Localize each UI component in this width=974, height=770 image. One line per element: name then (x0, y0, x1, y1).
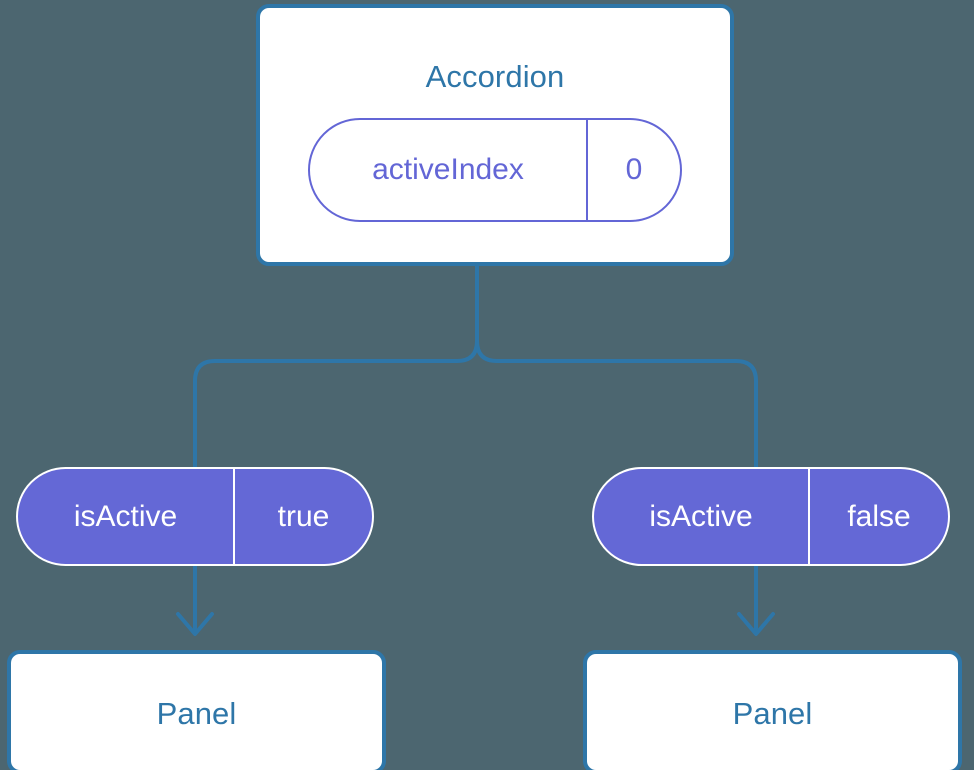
arrow-down-right (737, 565, 775, 636)
prop-pill-is-active-false[interactable]: isActive false (592, 467, 950, 566)
tree-connector-path (193, 264, 479, 467)
tree-connector-path-right (475, 264, 758, 467)
panel-card-title: Panel (732, 696, 813, 731)
accordion-card-title: Accordion (425, 59, 565, 94)
prop-pill-key: isActive (73, 499, 178, 533)
state-pill-active-index[interactable]: activeIndex 0 (308, 118, 682, 222)
prop-pill-key: isActive (649, 499, 753, 533)
panel-component-card-right[interactable]: Panel (583, 650, 962, 770)
panel-component-card-left[interactable]: Panel (7, 650, 386, 770)
state-pill-key: activeIndex (372, 153, 524, 186)
panel-card-title: Panel (156, 696, 237, 731)
prop-pill-value: false (808, 469, 948, 564)
state-pill-value: 0 (586, 120, 680, 220)
prop-pill-value: true (233, 469, 372, 564)
prop-pill-is-active-true[interactable]: isActive true (16, 467, 374, 566)
arrow-down-left (176, 565, 214, 636)
